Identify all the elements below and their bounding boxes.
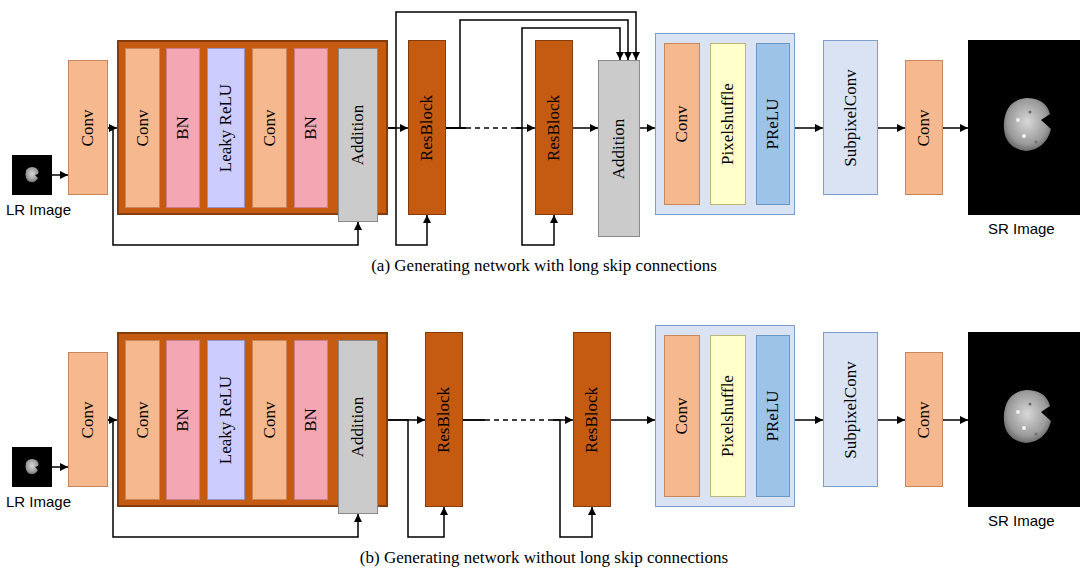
layer-label: Conv (133, 402, 153, 439)
layer-label: ResBlock (582, 386, 602, 452)
image-label: SR Image (988, 220, 1086, 237)
image-label: LR Image (6, 201, 106, 218)
layer-label: BN (173, 116, 193, 140)
layer-label: Pixelshuffle (718, 83, 738, 165)
connector (573, 127, 598, 129)
pixelshuffle-layer: Pixelshuffle (710, 335, 746, 497)
dash-gap (485, 418, 553, 423)
sr-speckle (1029, 111, 1032, 114)
output-arrow (943, 127, 968, 129)
resblock-container: Conv BN Leaky ReLU Conv BN Addition (117, 40, 388, 215)
dashed-continuation (466, 127, 516, 129)
layer-label: Conv (260, 402, 280, 439)
layer-label: ResBlock (544, 94, 564, 160)
sr-speckle (1016, 118, 1020, 122)
layer-label: Conv (914, 109, 934, 146)
activation-layer: PReLU (756, 43, 790, 205)
layer-label: Conv (260, 110, 280, 147)
batchnorm-layer: BN (294, 340, 328, 500)
addition-layer: Addition (598, 60, 640, 237)
layer-label: ResBlock (417, 94, 437, 160)
activation-layer: Leaky ReLU (207, 340, 245, 500)
conv-layer: Conv (905, 352, 943, 487)
connector (795, 127, 823, 129)
connector (878, 419, 905, 421)
layer-label: PReLU (763, 390, 783, 441)
layer-label: Conv (914, 401, 934, 438)
lr-blob (26, 167, 39, 182)
batchnorm-layer: BN (166, 48, 200, 208)
resblock-box: ResBlock (535, 40, 573, 215)
layer-label: ResBlock (434, 386, 454, 452)
sr-blob (1004, 98, 1051, 151)
dashed-continuation (485, 419, 553, 421)
conv-layer: Conv (252, 48, 287, 208)
resblock-container: Conv BN Leaky ReLU Conv BN Addition (117, 332, 388, 507)
batchnorm-layer: BN (294, 48, 328, 208)
connector (640, 127, 655, 129)
sr-image (968, 40, 1080, 215)
layer-label: Conv (78, 109, 98, 146)
layer-label: Conv (672, 105, 692, 142)
conv-layer: Conv (664, 335, 700, 497)
layer-label: Addition (348, 397, 368, 457)
lr-image (12, 155, 52, 195)
layer-label: BN (301, 116, 321, 140)
layer-label: Conv (672, 397, 692, 434)
conv-layer: Conv (68, 352, 108, 487)
image-label: LR Image (6, 493, 106, 510)
connector (611, 419, 655, 421)
pixelshuffle-layer: Pixelshuffle (710, 43, 746, 205)
addition-layer: Addition (338, 48, 378, 222)
addition-layer: Addition (338, 340, 378, 514)
layer-label: Conv (133, 110, 153, 147)
conv-layer: Conv (664, 43, 700, 205)
resblock-box: ResBlock (425, 332, 463, 507)
upsample-container: Conv Pixelshuffle PReLU (655, 33, 795, 215)
input-arrow (52, 174, 68, 176)
activation-layer: PReLU (756, 335, 790, 497)
connector (446, 28, 620, 128)
dash-gap (466, 126, 516, 131)
image-label: SR Image (988, 512, 1086, 529)
layer-label: Addition (348, 105, 368, 165)
figure-caption: (a) Generating network with long skip co… (0, 256, 1088, 276)
batchnorm-layer: BN (166, 340, 200, 500)
resblock-box: ResBlock (408, 40, 446, 215)
sr-speckle (1022, 134, 1026, 138)
layer-label: SubpixelConv (841, 361, 861, 458)
figure-caption: (b) Generating network without long skip… (0, 548, 1088, 568)
upsample-container: Conv Pixelshuffle PReLU (655, 325, 795, 507)
subpixel-conv-box: SubpixelConv (823, 40, 878, 195)
panel-b-images (12, 332, 1080, 507)
layer-label: Leaky ReLU (216, 84, 236, 172)
layer-label: Addition (609, 118, 629, 178)
layer-label: Conv (78, 401, 98, 438)
resblock-box: ResBlock (573, 332, 611, 507)
conv-layer: Conv (68, 60, 108, 195)
activation-layer: Leaky ReLU (207, 48, 245, 208)
layer-label: PReLU (763, 98, 783, 149)
connector (795, 419, 823, 421)
layer-label: Pixelshuffle (718, 375, 738, 457)
layer-label: BN (301, 408, 321, 432)
conv-layer: Conv (252, 340, 287, 500)
conv-layer: Conv (125, 48, 160, 208)
layer-label: SubpixelConv (841, 69, 861, 166)
subpixel-conv-box: SubpixelConv (823, 332, 878, 487)
layer-label: BN (173, 408, 193, 432)
layer-label: Leaky ReLU (216, 376, 236, 464)
sr-speckle (1035, 141, 1038, 144)
conv-layer: Conv (905, 60, 943, 195)
connector (878, 127, 905, 129)
conv-layer: Conv (125, 340, 160, 500)
